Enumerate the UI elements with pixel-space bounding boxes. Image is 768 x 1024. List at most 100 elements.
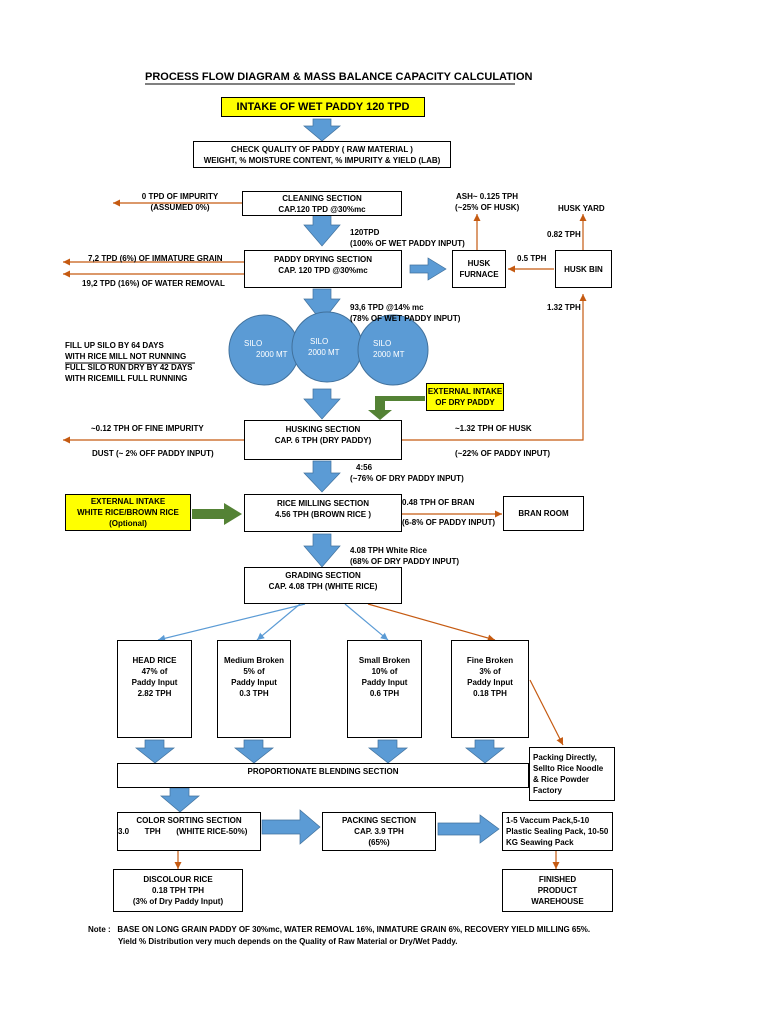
milling-output-tph: 4.08 TPH White Rice (350, 546, 427, 555)
warehouse-line1: FINISHED (538, 875, 577, 884)
packing-section-box: PACKING SECTION CAP. 3.9 TPH (65%) (322, 812, 436, 851)
drying-output-pct: (78% OF WET PADDY INPUT) (350, 314, 461, 323)
husk-out-pct: (~22% OF PADDY INPUT) (455, 449, 551, 458)
grade-medium-pct: 5% of (243, 667, 265, 676)
packing-direct-1: Packing Directly, (533, 753, 597, 762)
silo-3: SILO 2000 MT (373, 338, 405, 360)
packing-direct-2: Sellto Rice Noodle (533, 764, 604, 773)
ash-tph: ASH~ 0.125 TPH (456, 192, 519, 201)
silo-2: SILO 2000 MT (308, 336, 340, 358)
cleaning-capacity: CAP.120 TPD @30%mc (278, 204, 366, 214)
silo-note-4: WITH RICEMILL FULL RUNNING (65, 374, 188, 383)
drying-output-label: 93,6 TPD @14% mc (78% OF WET PADDY INPUT… (350, 302, 460, 324)
husk-bin-flow: 1.32 TPH (547, 303, 581, 312)
cleaning-title: CLEANING SECTION (282, 193, 362, 203)
packing-capacity: CAP. 3.9 TPH (354, 827, 404, 836)
furnace-line2: FURNACE (459, 270, 499, 279)
silo-circles (228, 311, 429, 386)
grade-medium-name: Medium Broken (223, 656, 284, 665)
husking-output-label: 4:56 (~76% OF DRY PADDY INPUT) (350, 462, 464, 484)
husking-output-pct: (~76% OF DRY PADDY INPUT) (350, 474, 464, 483)
grade-small-basis: Paddy Input (361, 678, 408, 687)
cleaning-output-pct: (100% OF WET PADDY INPUT) (350, 239, 465, 248)
drying-title: PADDY DRYING SECTION (273, 255, 373, 264)
silo-1-cap: 2000 MT (256, 350, 288, 359)
grade-medium-broken: Medium Broken 5% of Paddy Input 0.3 TPH (217, 640, 291, 738)
warehouse-box: FINISHED PRODUCT WAREHOUSE (502, 869, 613, 912)
grade-medium-basis: Paddy Input (231, 678, 277, 687)
husk-yard-label: HUSK YARD (558, 204, 605, 213)
external-white-rice-box: EXTERNAL INTAKE WHITE RICE/BROWN RICE (O… (65, 494, 191, 531)
pack-type-1: 1-5 Vaccum Pack,5-10 (506, 816, 590, 825)
external-dry-line1: EXTERNAL INTAKE (427, 387, 503, 396)
discolour-pct: (3% of Dry Paddy Input) (132, 897, 224, 906)
external-dry-paddy-box: EXTERNAL INTAKE OF DRY PADDY (426, 383, 504, 411)
husking-title: HUSKING SECTION (285, 425, 361, 434)
furnace-flow-label: 0.5 TPH (517, 254, 547, 263)
milling-output-label: 4.08 TPH White Rice (68% OF DRY PADDY IN… (350, 545, 459, 567)
cleaning-impurity-label: 0 TPD OF IMPURITY (ASSUMED 0%) (125, 191, 235, 213)
discolour-title: DISCOLOUR RICE (143, 875, 213, 884)
external-dry-line2: OF DRY PADDY (435, 398, 495, 407)
pack-type-3: KG Seawing Pack (506, 838, 574, 847)
footnote-line2: Yield % Distribution very much depends o… (118, 937, 458, 946)
footnote-line1: Note : BASE ON LONG GRAIN PADDY OF 30%mc… (88, 925, 591, 934)
cleaning-output-label: 120TPD (100% OF WET PADDY INPUT) (350, 227, 465, 249)
diagram-title: PROCESS FLOW DIAGRAM & MASS BALANCE CAPA… (145, 71, 533, 83)
check-quality-line2: WEIGHT, % MOISTURE CONTENT, % IMPURITY &… (203, 155, 441, 165)
husk-furnace-box: HUSK FURNACE (452, 250, 506, 288)
silo-3-cap: 2000 MT (373, 350, 405, 359)
silo-2-name: SILO (310, 337, 329, 346)
husking-capacity: CAP. 6 TPH (DRY PADDY) (274, 436, 372, 445)
husk-bin-box: HUSK BIN (555, 250, 612, 288)
furnace-line1: HUSK (467, 259, 491, 268)
packing-direct-3: & Rice Powder (533, 775, 590, 784)
fine-impurity-label: ~0.12 TPH OF FINE IMPURITY (91, 424, 204, 433)
grade-fine-pct: 3% of (479, 667, 501, 676)
warehouse-line3: WAREHOUSE (531, 897, 584, 906)
silo-2-cap: 2000 MT (308, 348, 340, 357)
packing-direct-box: Packing Directly, Sellto Rice Noodle & R… (529, 747, 615, 801)
check-quality-line1: CHECK QUALITY OF PADDY ( RAW MATERIAL ) (231, 144, 413, 154)
grading-title: GRADING SECTION (285, 571, 361, 580)
packing-title: PACKING SECTION (341, 816, 417, 825)
bran-tph: 0.48 TPH OF BRAN (402, 498, 475, 507)
intake-wet-paddy: INTAKE OF WET PADDY 120 TPD (221, 97, 425, 117)
blending-section-box: PROPORTIONATE BLENDING SECTION (117, 763, 529, 788)
drying-output-tpd: 93,6 TPD @14% mc (350, 303, 424, 312)
grade-head-tph: 2.82 TPH (137, 689, 172, 698)
color-sorting-box: COLOR SORTING SECTION 3.0 TPH (WHITE RIC… (117, 812, 261, 851)
silo-1: SILO 2000 MT (244, 338, 288, 360)
milling-output-pct: (68% OF DRY PADDY INPUT) (350, 557, 460, 566)
cleaning-output-tpd: 120TPD (350, 228, 380, 237)
immature-grain-label: 7,2 TPD (6%) OF IMMATURE GRAIN (88, 254, 223, 263)
main-flow-arrows (134, 118, 506, 845)
impurity-tpd: 0 TPD OF IMPURITY (141, 192, 219, 201)
grade-head-basis: Paddy Input (131, 678, 178, 687)
grade-fine-name: Fine Broken (466, 656, 514, 665)
external-intake-arrows (192, 396, 425, 525)
milling-section-box: RICE MILLING SECTION 4.56 TPH (BROWN RIC… (244, 494, 402, 532)
external-white-line1: EXTERNAL INTAKE (90, 497, 166, 506)
impurity-assumed: (ASSUMED 0%) (150, 203, 210, 212)
external-white-line3: (Optional) (109, 519, 147, 528)
milling-capacity: 4.56 TPH (BROWN RICE ) (274, 510, 371, 519)
silo-3-name: SILO (373, 339, 392, 348)
water-removal-label: 19,2 TPD (16%) OF WATER REMOVAL (82, 279, 225, 288)
warehouse-line2: PRODUCT (537, 886, 578, 895)
silo-note-1: FILL UP SILO BY 64 DAYS (65, 341, 164, 350)
grade-small-pct: 10% of (371, 667, 398, 676)
drying-capacity: CAP. 120 TPD @30%mc (278, 266, 368, 275)
pack-types-box: 1-5 Vaccum Pack,5-10 Plastic Sealing Pac… (502, 812, 613, 851)
grade-head-rice: HEAD RICE 47% of Paddy Input 2.82 TPH (117, 640, 192, 738)
bran-pct: (6-8% OF PADDY INPUT) (402, 518, 496, 527)
pack-type-2: Plastic Sealing Pack, 10-50 (506, 827, 609, 836)
husking-output-ratio: 4:56 (356, 463, 373, 472)
silo-note: FILL UP SILO BY 64 DAYS WITH RICE MILL N… (65, 340, 192, 384)
milling-title: RICE MILLING SECTION (277, 499, 369, 508)
silo-1-name: SILO (244, 339, 263, 348)
grade-medium-tph: 0.3 TPH (239, 689, 269, 698)
ash-label: ASH~ 0.125 TPH (~25% OF HUSK) (455, 191, 519, 213)
bran-room-box: BRAN ROOM (503, 496, 584, 531)
color-sorting-capacity: 3.0 TPH (WHITE RICE-50%) (118, 827, 248, 836)
